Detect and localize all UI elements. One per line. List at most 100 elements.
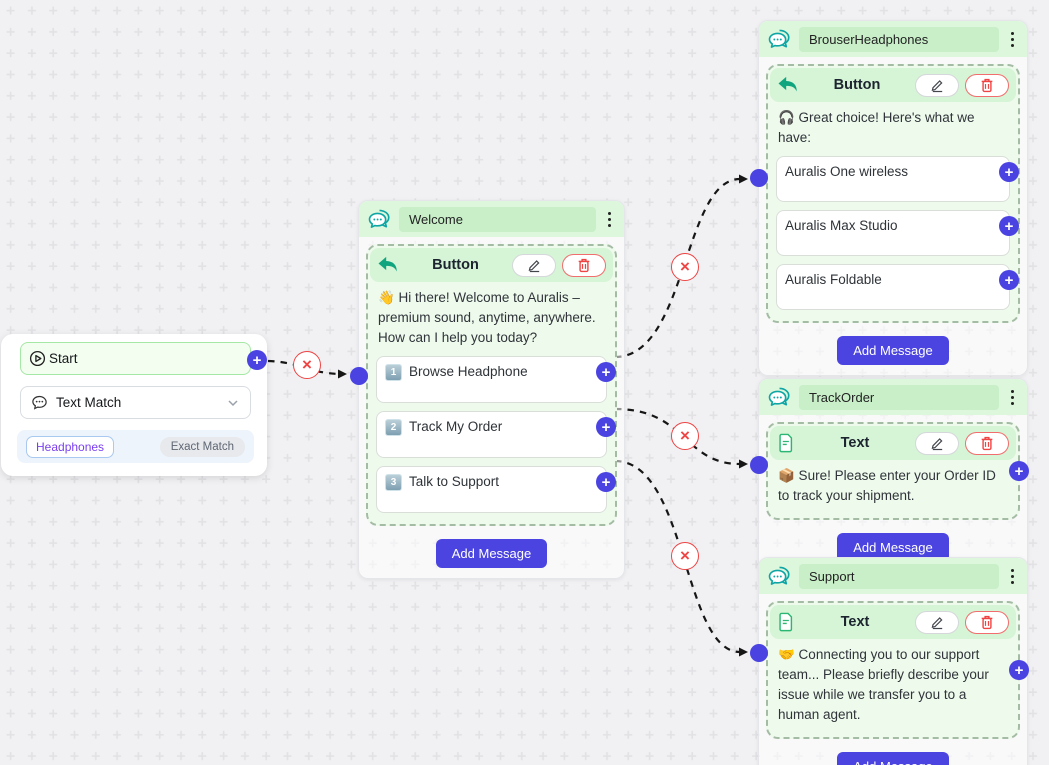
button-option-foldable[interactable]: Auralis Foldable xyxy=(776,264,1019,310)
edit-button[interactable] xyxy=(915,431,959,455)
chat-bubbles-icon xyxy=(367,207,392,232)
start-label: Start xyxy=(49,351,78,366)
delete-button[interactable] xyxy=(965,431,1009,455)
node-header: BrouserHeadphones xyxy=(759,21,1027,57)
reply-icon xyxy=(377,256,399,275)
start-trigger-panel: Start Text Match Headphones Exact Match xyxy=(1,334,267,476)
connection-dot[interactable] xyxy=(750,456,768,474)
edge-start-to-welcome[interactable] xyxy=(267,359,341,376)
node-title[interactable]: BrouserHeadphones xyxy=(799,26,999,52)
node-support[interactable]: Support Text 🤝 Connecting you to our sup… xyxy=(750,557,1029,765)
button-options: 1 Browse Headphone 2 Track My Order 3 Ta… xyxy=(370,352,616,522)
edge-support-option[interactable] xyxy=(614,459,741,654)
node-footer: Add Message xyxy=(359,533,624,578)
edit-button[interactable] xyxy=(915,610,959,634)
block-header: Text xyxy=(770,426,1016,460)
edge-browse-option[interactable] xyxy=(614,177,741,359)
connector-plus-button[interactable] xyxy=(596,472,616,492)
message-text: How can I help you today? xyxy=(378,330,538,345)
block-type-label: Button xyxy=(833,77,881,93)
edit-button[interactable] xyxy=(512,253,556,277)
disconnect-edge-button[interactable] xyxy=(671,253,699,281)
block-header: Text xyxy=(770,605,1016,639)
kebab-menu-icon[interactable] xyxy=(603,209,616,230)
node-track-order[interactable]: TrackOrder Text 📦 Sure! Please enter you… xyxy=(750,378,1029,573)
add-message-button[interactable]: Add Message xyxy=(435,539,548,568)
option-label: Auralis One wireless xyxy=(785,164,909,179)
text-message-block[interactable]: Text 🤝 Connecting you to our support tea… xyxy=(766,601,1029,739)
trash-icon xyxy=(980,436,994,451)
keyword-row: Headphones Exact Match xyxy=(17,430,254,463)
chat-bubbles-icon xyxy=(767,564,792,589)
message-body: 🤝 Connecting you to our support team... … xyxy=(770,639,1016,735)
button-option-one-wireless[interactable]: Auralis One wireless xyxy=(776,156,1019,202)
connector-plus-button[interactable] xyxy=(596,417,616,437)
message-body: 📦 Sure! Please enter your Order ID to tr… xyxy=(770,460,1016,516)
edit-button[interactable] xyxy=(915,73,959,97)
connector-plus-button[interactable] xyxy=(999,216,1019,236)
node-title[interactable]: Support xyxy=(799,563,999,589)
delete-button[interactable] xyxy=(562,253,606,277)
message-body: 🎧 Great choice! Here's what we have: xyxy=(770,102,1016,152)
document-icon xyxy=(777,433,795,453)
connection-dot[interactable] xyxy=(350,367,368,385)
add-message-button[interactable]: Add Message xyxy=(837,752,949,765)
pencil-icon xyxy=(527,258,542,273)
kebab-menu-icon[interactable] xyxy=(1006,29,1019,50)
connector-plus-button[interactable] xyxy=(999,162,1019,182)
start-node[interactable]: Start xyxy=(20,342,251,375)
node-brouser-headphones[interactable]: BrouserHeadphones Button 🎧 Great choice!… xyxy=(750,20,1028,376)
trigger-type-select[interactable]: Text Match xyxy=(20,386,251,419)
disconnect-edge-button[interactable] xyxy=(671,422,699,450)
add-message-button[interactable]: Add Message xyxy=(837,336,949,365)
connector-plus-button[interactable] xyxy=(1009,461,1029,481)
disconnect-edge-button[interactable] xyxy=(671,542,699,570)
option-label: Talk to Support xyxy=(409,474,500,489)
kebab-menu-icon[interactable] xyxy=(1006,387,1019,408)
button-options: Auralis One wireless Auralis Max Studio … xyxy=(770,152,1019,319)
block-header: Button xyxy=(770,68,1016,102)
keycap-3-icon: 3 xyxy=(385,474,402,491)
node-title[interactable]: TrackOrder xyxy=(799,384,999,410)
option-label: Track My Order xyxy=(409,419,503,434)
delete-button[interactable] xyxy=(965,610,1009,634)
match-mode-badge: Exact Match xyxy=(159,436,245,457)
chat-bubbles-icon xyxy=(767,27,792,52)
button-message-block[interactable]: Button 🎧 Great choice! Here's what we ha… xyxy=(766,64,1020,323)
message-body: 👋 Hi there! Welcome to Auralis – premium… xyxy=(370,282,613,352)
chat-bubbles-icon xyxy=(767,385,792,410)
button-message-block[interactable]: Button 👋 Hi there! Welcome to Auralis – … xyxy=(366,244,617,526)
connector-plus-button[interactable] xyxy=(596,362,616,382)
connector-plus-button[interactable] xyxy=(999,270,1019,290)
keycap-1-icon: 1 xyxy=(385,364,402,381)
delete-button[interactable] xyxy=(965,73,1009,97)
option-label: Auralis Foldable xyxy=(785,272,882,287)
text-message-block[interactable]: Text 📦 Sure! Please enter your Order ID … xyxy=(766,422,1029,520)
edge-arrowheads xyxy=(338,174,748,657)
button-option-max-studio[interactable]: Auralis Max Studio xyxy=(776,210,1019,256)
reply-icon xyxy=(777,76,799,95)
message-text: 📦 Sure! Please enter your Order ID to tr… xyxy=(778,468,996,503)
node-welcome[interactable]: Welcome Button 👋 Hi there! Welcome to Au… xyxy=(350,200,625,579)
start-connector-plus-button[interactable] xyxy=(247,350,267,370)
block-header: Button xyxy=(370,248,613,282)
connection-dot[interactable] xyxy=(750,644,768,662)
node-title[interactable]: Welcome xyxy=(399,206,596,232)
block-type-label: Button xyxy=(432,257,479,273)
button-option-support[interactable]: 3 Talk to Support xyxy=(376,466,616,513)
option-label: Browse Headphone xyxy=(409,364,528,379)
connection-dot[interactable] xyxy=(750,169,768,187)
keycap-2-icon: 2 xyxy=(385,419,402,436)
block-type-label: Text xyxy=(840,614,870,630)
connector-plus-button[interactable] xyxy=(1009,660,1029,680)
button-option-track[interactable]: 2 Track My Order xyxy=(376,411,616,458)
node-footer: Add Message xyxy=(759,330,1027,375)
message-text: 🎧 Great choice! Here's what we have: xyxy=(778,110,975,145)
pencil-icon xyxy=(930,615,945,630)
button-option-browse[interactable]: 1 Browse Headphone xyxy=(376,356,616,403)
keyword-chip[interactable]: Headphones xyxy=(26,435,115,458)
document-icon xyxy=(777,612,795,632)
disconnect-edge-button[interactable] xyxy=(293,351,321,379)
kebab-menu-icon[interactable] xyxy=(1006,566,1019,587)
